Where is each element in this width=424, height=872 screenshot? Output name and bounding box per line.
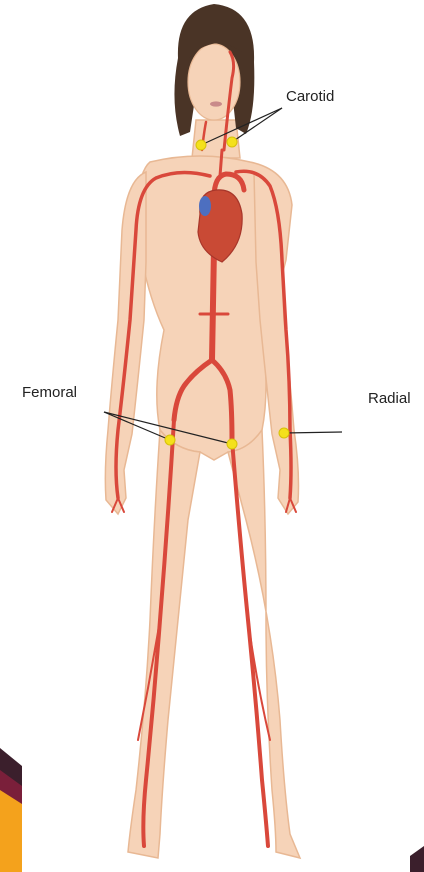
radial-point <box>279 428 289 438</box>
head <box>174 4 254 136</box>
radial-label: Radial <box>368 390 411 407</box>
corner-accent-left <box>0 748 22 872</box>
carotid-point-left <box>196 140 206 150</box>
corner-accent-right <box>410 846 424 872</box>
carotid-point-right <box>227 137 237 147</box>
carotid-label: Carotid <box>286 88 334 105</box>
femoral-point-left <box>165 435 175 445</box>
femoral-label: Femoral <box>22 384 77 401</box>
femoral-point-right <box>227 439 237 449</box>
